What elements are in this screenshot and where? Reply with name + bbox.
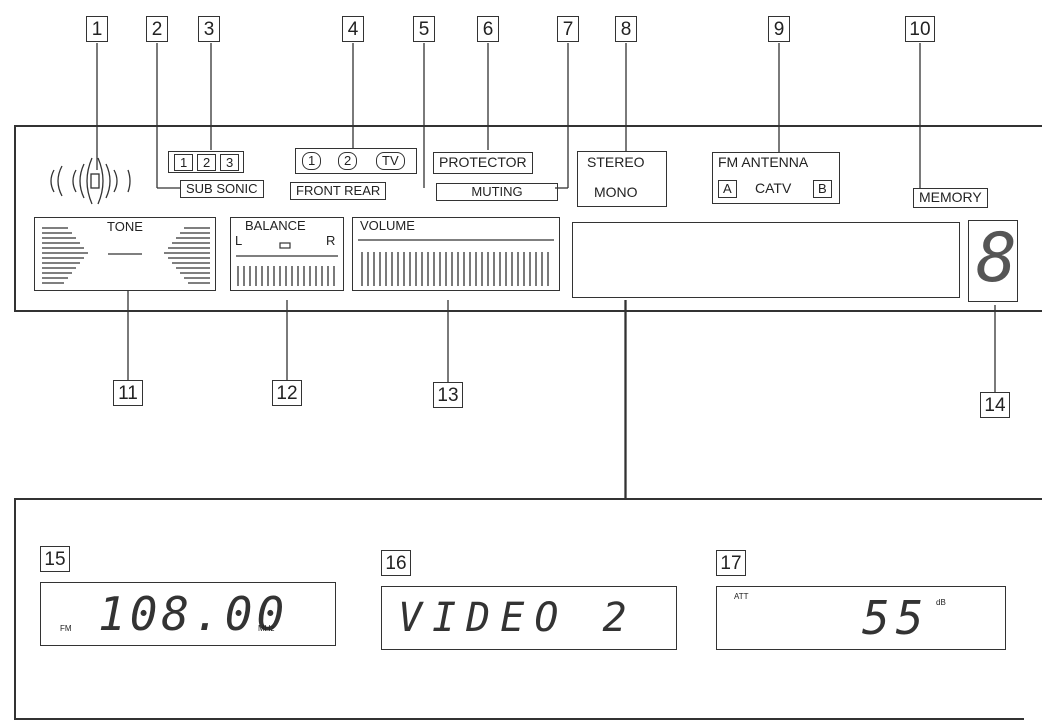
fm-unit-label: MHz: [258, 624, 275, 633]
subsonic-button-group: [168, 151, 244, 173]
callout-13: 13: [433, 382, 463, 408]
attenuator-display: [716, 586, 1006, 650]
tone-display: [34, 217, 216, 291]
balance-right-label: R: [326, 233, 336, 248]
callout-8: 8: [615, 16, 637, 42]
balance-label: BALANCE: [245, 218, 306, 233]
subsonic-button-3: 3: [220, 154, 240, 171]
examples-bottom-edge: [14, 718, 1024, 720]
fm-frequency-display: [40, 582, 336, 646]
memory-label: MEMORY: [913, 188, 988, 208]
mono-label: MONO: [594, 184, 638, 200]
subsonic-button-1: 1: [174, 154, 194, 171]
att-unit-label: dB: [936, 598, 946, 607]
callout-12: 12: [272, 380, 302, 406]
callout-6: 6: [477, 16, 499, 42]
stereo-label: STEREO: [587, 154, 645, 170]
subsonic-label: SUB SONIC: [180, 180, 264, 198]
fm-frequency-value: 108.00: [98, 587, 289, 641]
callout-16: 16: [381, 550, 411, 576]
stereo-mono-box: [577, 151, 667, 207]
video-input-display: [381, 586, 677, 650]
main-character-display: [572, 222, 960, 298]
callout-15: 15: [40, 546, 70, 572]
speaker-button-group: [295, 148, 417, 174]
callout-1: 1: [86, 16, 108, 42]
panel-left-edge: [14, 125, 16, 312]
balance-display: [230, 217, 344, 291]
speaker-button-2: 2: [338, 152, 358, 170]
antenna-a-indicator: A: [718, 180, 737, 198]
video-input-text: VIDEO 2: [398, 595, 637, 641]
antenna-b-indicator: B: [813, 180, 832, 198]
callout-14: 14: [980, 392, 1010, 418]
speaker-button-tv: TV: [376, 152, 405, 170]
subsonic-button-2: 2: [197, 154, 217, 171]
protector-label: PROTECTOR: [433, 152, 533, 174]
callout-4: 4: [342, 16, 364, 42]
callout-11: 11: [113, 380, 143, 406]
callout-3: 3: [198, 16, 220, 42]
examples-top-edge: [14, 498, 1042, 500]
tone-bars: [42, 227, 210, 284]
subsonic-wave-icon: [50, 157, 131, 205]
callout-17: 17: [716, 550, 746, 576]
att-label: ATT: [734, 592, 749, 601]
tone-label: TONE: [107, 219, 143, 234]
att-value: 55: [862, 591, 930, 645]
panel-top-edge: [14, 125, 1042, 127]
callout-9: 9: [768, 16, 790, 42]
examples-left-edge: [14, 498, 16, 720]
fm-antenna-box: [712, 152, 840, 204]
preset-digit-display: [968, 220, 1018, 302]
panel-bottom-edge: [14, 310, 1042, 312]
front-rear-label: FRONT REAR: [290, 182, 387, 200]
callout-5: 5: [413, 16, 435, 42]
callout-2: 2: [146, 16, 168, 42]
speaker-button-1: 1: [302, 152, 322, 170]
muting-label: MUTING: [436, 183, 558, 201]
balance-left-label: L: [235, 233, 243, 248]
fm-antenna-label: FM ANTENNA: [718, 154, 809, 170]
preset-digit: 8: [976, 219, 1017, 298]
callout-7: 7: [557, 16, 579, 42]
balance-bars: [236, 242, 338, 286]
volume-bars: [358, 239, 554, 286]
catv-label: CATV: [755, 180, 792, 196]
volume-label: VOLUME: [360, 218, 415, 233]
callout-10: 10: [905, 16, 935, 42]
volume-display: [352, 217, 560, 291]
fm-band-label: FM: [60, 624, 72, 633]
